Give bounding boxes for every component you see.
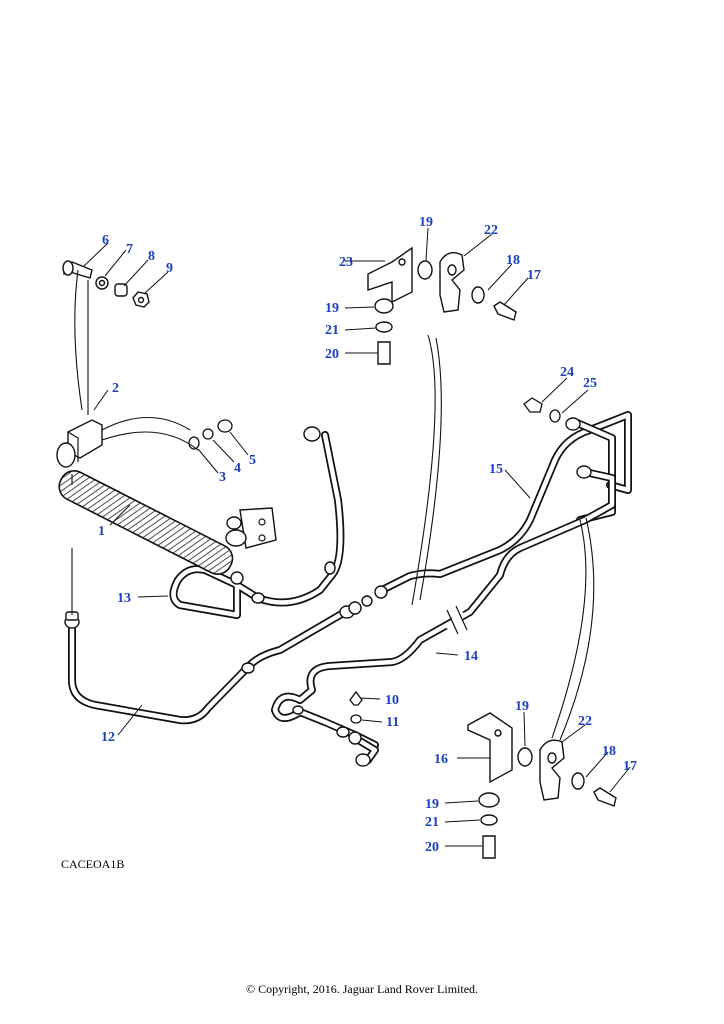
callout-23: 23 — [339, 255, 353, 270]
callout-13: 13 — [117, 591, 131, 606]
clip-22-top — [439, 252, 465, 313]
washer-21-top — [375, 321, 393, 333]
bolt-17-bottom — [593, 787, 617, 807]
leader-curves-left — [74, 269, 89, 415]
bracket-16 — [467, 712, 513, 784]
callout-22-bottom: 22 — [578, 714, 592, 729]
callout-25: 25 — [583, 376, 597, 391]
callout-18-bottom: 18 — [602, 744, 616, 759]
pipe-breaks — [446, 605, 468, 635]
fitting-pipe13-top — [303, 426, 321, 442]
callout-22-top: 22 — [484, 223, 498, 238]
bolt-20-top — [377, 341, 391, 365]
clip-22-bottom — [539, 739, 565, 801]
spacer-19-top — [417, 260, 433, 280]
spacer-19-bottom — [517, 747, 533, 767]
fastener-group-3-5 — [188, 419, 233, 450]
bolt-17-top — [493, 301, 517, 321]
callout-9: 9 — [166, 261, 173, 276]
bracket-23 — [367, 246, 413, 304]
nut-3 — [188, 436, 200, 450]
callout-20-bottom: 20 — [425, 840, 439, 855]
washer-4 — [202, 428, 214, 440]
spacer-19-lower — [478, 792, 500, 808]
callout-24: 24 — [560, 365, 574, 380]
callout-8: 8 — [148, 249, 155, 264]
union-10 — [349, 690, 363, 706]
callout-5: 5 — [249, 453, 256, 468]
callout-19-top: 19 — [419, 215, 433, 230]
callout-19-lower: 19 — [425, 797, 439, 812]
callout-21-top: 21 — [325, 323, 339, 338]
washer-18-top — [471, 286, 485, 304]
pipes — [68, 411, 632, 764]
callout-11: 11 — [386, 715, 399, 730]
washer-21-bottom — [480, 814, 498, 826]
oil-cooler — [56, 419, 277, 575]
callouts: 1 2 3 4 5 6 7 8 9 10 11 12 13 14 15 16 1… — [98, 215, 637, 855]
leader-lines — [83, 227, 631, 847]
callout-19-mid: 19 — [325, 301, 339, 316]
callout-4: 4 — [234, 461, 241, 476]
callout-15: 15 — [489, 462, 503, 477]
callout-20-top: 20 — [325, 347, 339, 362]
callout-18-top: 18 — [506, 253, 520, 268]
pipe-14 — [271, 468, 616, 749]
nut-8 — [114, 283, 128, 297]
bracket-group-bottom — [467, 712, 617, 859]
spacer-19-mid — [374, 298, 394, 314]
bracket-group-top — [367, 246, 517, 365]
callout-19-right: 19 — [515, 699, 529, 714]
callout-21-bottom: 21 — [425, 815, 439, 830]
callout-17-top: 17 — [527, 268, 541, 283]
diagram-reference-code: CACEOA1B — [61, 857, 125, 871]
small-parts — [349, 397, 561, 724]
callout-12: 12 — [101, 730, 115, 745]
washer-25 — [549, 409, 561, 423]
callout-17-bottom: 17 — [623, 759, 637, 774]
washer-18-bottom — [571, 772, 585, 790]
cooler-body — [58, 470, 234, 575]
callout-3: 3 — [219, 470, 226, 485]
copyright-notice: © Copyright, 2016. Jaguar Land Rover Lim… — [245, 982, 479, 996]
callout-10: 10 — [385, 693, 399, 708]
callout-6: 6 — [102, 233, 109, 248]
callout-7: 7 — [126, 242, 133, 257]
pipe-12 — [68, 608, 349, 725]
callout-1: 1 — [98, 524, 105, 539]
callout-16: 16 — [434, 752, 448, 767]
pipe-fittings — [64, 417, 592, 767]
bolt-20-bottom — [482, 835, 496, 859]
washer-11 — [350, 714, 362, 724]
adaptor-24 — [523, 397, 543, 413]
callout-14: 14 — [464, 649, 478, 664]
nut-5 — [217, 419, 233, 433]
callout-2: 2 — [112, 381, 119, 396]
